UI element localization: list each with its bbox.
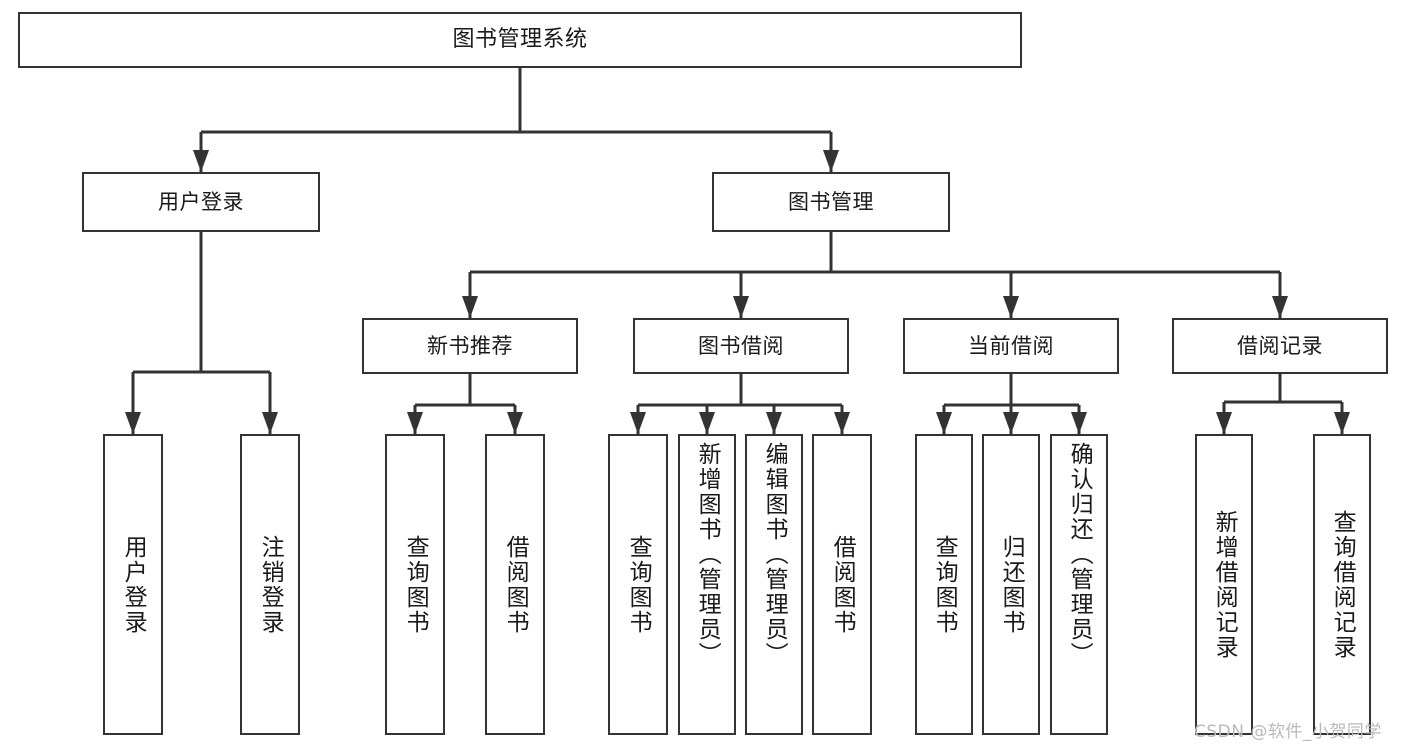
node-new-book-recommend-label: 新书推荐 [427, 333, 513, 358]
leaf-query-book-3-label: 查询图书 [931, 534, 958, 635]
node-root-label: 图书管理系统 [452, 27, 588, 53]
leaf-borrow-book-2[interactable]: 借阅图书 [812, 434, 872, 735]
node-user-login-label: 用户登录 [158, 189, 244, 214]
node-book-borrow-label: 图书借阅 [698, 333, 784, 358]
leaf-borrow-book-1-label: 借阅图书 [502, 534, 529, 635]
node-new-book-recommend[interactable]: 新书推荐 [362, 318, 578, 374]
node-book-manage[interactable]: 图书管理 [712, 172, 950, 232]
leaf-user-login[interactable]: 用户登录 [103, 434, 163, 735]
node-current-borrow-label: 当前借阅 [968, 333, 1054, 358]
leaf-query-book-3[interactable]: 查询图书 [915, 434, 973, 735]
leaf-add-book-label: 新增图书（管理员） [694, 442, 721, 667]
leaf-borrow-book-2-label: 借阅图书 [829, 534, 856, 635]
leaf-borrow-book-1[interactable]: 借阅图书 [485, 434, 545, 735]
leaf-confirm-return-label: 确认归还（管理员） [1066, 442, 1093, 667]
leaf-query-book-1[interactable]: 查询图书 [385, 434, 445, 735]
node-user-login[interactable]: 用户登录 [82, 172, 320, 232]
leaf-query-book-1-label: 查询图书 [402, 534, 429, 635]
leaf-edit-book[interactable]: 编辑图书（管理员） [745, 434, 803, 735]
leaf-query-book-2[interactable]: 查询图书 [608, 434, 668, 735]
node-current-borrow[interactable]: 当前借阅 [903, 318, 1119, 374]
leaf-add-book[interactable]: 新增图书（管理员） [678, 434, 736, 735]
node-borrow-record[interactable]: 借阅记录 [1172, 318, 1388, 374]
node-book-borrow[interactable]: 图书借阅 [633, 318, 849, 374]
leaf-logout[interactable]: 注销登录 [240, 434, 300, 735]
leaf-add-borrow-record[interactable]: 新增借阅记录 [1195, 434, 1253, 735]
leaf-query-book-2-label: 查询图书 [625, 534, 652, 635]
leaf-query-borrow-record-label: 查询借阅记录 [1329, 509, 1356, 660]
node-borrow-record-label: 借阅记录 [1237, 333, 1323, 358]
node-root[interactable]: 图书管理系统 [18, 12, 1022, 68]
leaf-edit-book-label: 编辑图书（管理员） [761, 442, 788, 667]
node-book-manage-label: 图书管理 [788, 189, 874, 214]
csdn-watermark: CSDN @软件_小贺同学 [1194, 722, 1382, 742]
leaf-return-book-label: 归还图书 [998, 534, 1025, 635]
leaf-logout-label: 注销登录 [257, 534, 284, 635]
leaf-user-login-label: 用户登录 [120, 534, 147, 635]
leaf-query-borrow-record[interactable]: 查询借阅记录 [1313, 434, 1371, 735]
leaf-confirm-return[interactable]: 确认归还（管理员） [1050, 434, 1108, 735]
leaf-return-book[interactable]: 归还图书 [982, 434, 1040, 735]
leaf-add-borrow-record-label: 新增借阅记录 [1211, 509, 1238, 660]
